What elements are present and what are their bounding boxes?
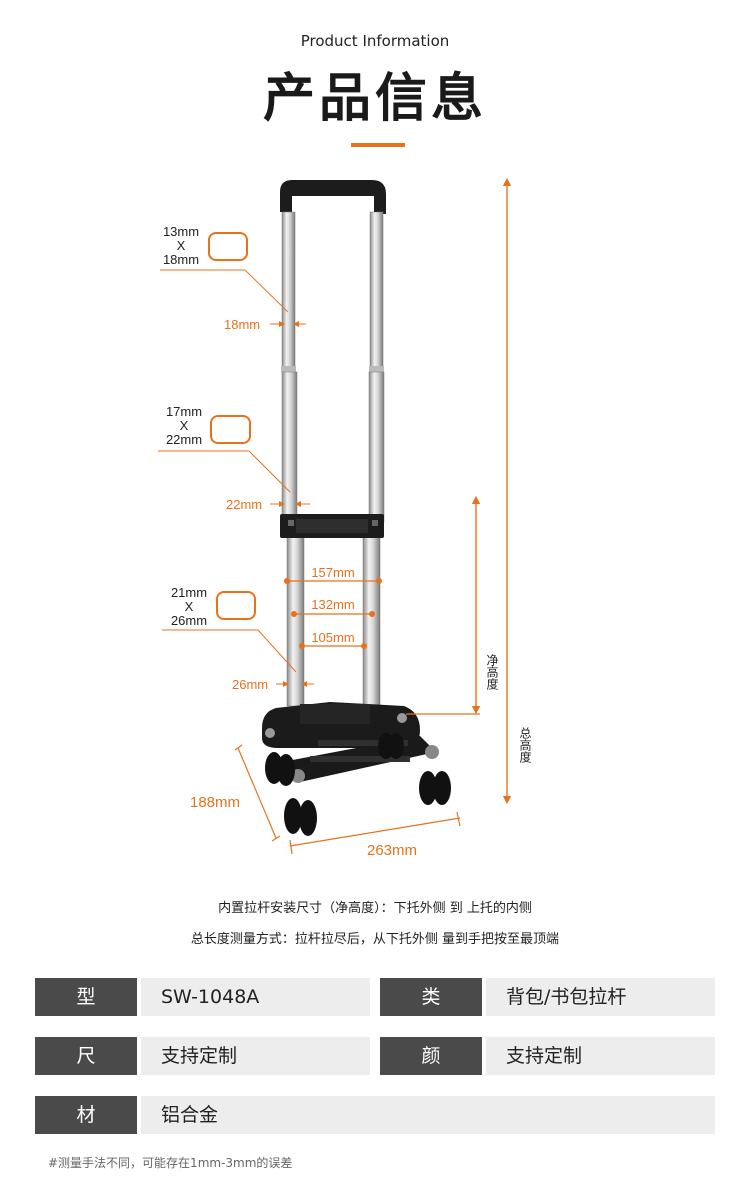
spec-row-color: 颜色 支持定制 (380, 1037, 715, 1105)
dim-mid-width: 22mm (226, 497, 262, 512)
note-total-length: 总长度测量方式：拉杆拉尽后，从下托外侧 量到手把按至最顶端 (190, 932, 560, 947)
dim-mid-h: 22mm (166, 432, 202, 447)
section-rect-low (216, 591, 256, 620)
dim-depth: 188mm (190, 794, 240, 811)
dim-spacing-low: 105mm (311, 630, 354, 645)
trolley-handle (280, 180, 386, 214)
callout-low-tube: 21mm X 26mm 26mm (162, 585, 314, 692)
callout-top-tube: 13mm X 18mm 18mm (160, 224, 306, 332)
title-underline (351, 143, 405, 147)
measurement-footnote: #测量手法不同，可能存在1mm-3mm的误差 (48, 1156, 293, 1170)
callout-mid-tube: 17mm X 22mm 22mm (158, 404, 310, 512)
base-dimensions: 188mm 263mm (190, 744, 461, 859)
dim-width: 263mm (367, 842, 417, 859)
spec-row-category: 类别 背包/书包拉杆 (380, 978, 715, 1046)
note-net-height: 内置拉杆安装尺寸（净高度）：下托外侧 到 上托的内侧 (218, 901, 532, 916)
trolley-wheels (265, 733, 451, 836)
spec-label-material: 材质 (35, 1096, 137, 1164)
dim-top-width: 18mm (224, 317, 260, 332)
total-height-label: 总高度 (518, 727, 532, 763)
section-rect-mid (210, 415, 251, 444)
spec-label-size: 尺寸 (35, 1037, 137, 1105)
title-chinese: 产品信息 (262, 69, 487, 129)
dim-spacing-top: 157mm (311, 565, 354, 580)
dim-spacing-mid: 132mm (311, 597, 354, 612)
spec-label-model: 型号 (35, 978, 137, 1046)
spacing-dimensions: 157mm 132mm 105mm (284, 565, 382, 649)
spec-row-material: 材质 铝合金 (35, 1096, 715, 1164)
spec-value-material: 铝合金 (141, 1096, 715, 1134)
net-height-label: 净高度 (485, 654, 499, 690)
dim-low-h: 26mm (171, 613, 207, 628)
title-english: Product Information (300, 32, 450, 50)
spec-label-color: 颜色 (380, 1037, 482, 1105)
dim-top-h: 18mm (163, 252, 199, 267)
spec-row-model: 型号 SW-1048A (35, 978, 370, 1046)
trolley-diagram: 13mm X 18mm 18mm 17mm X 22mm 22mm 21mm X… (158, 177, 532, 859)
spec-row-size: 尺寸 支持定制 (35, 1037, 370, 1105)
spec-value-size: 支持定制 (141, 1037, 370, 1075)
dim-top-x: X (177, 238, 186, 253)
spec-value-category: 背包/书包拉杆 (486, 978, 715, 1016)
dim-low-w: 21mm (171, 585, 207, 600)
dim-mid-x: X (180, 418, 189, 433)
spec-value-color: 支持定制 (486, 1037, 715, 1075)
spec-label-category: 类别 (380, 978, 482, 1046)
section-rect-top (208, 232, 248, 261)
trolley-crossbar (280, 514, 384, 538)
spec-value-model: SW-1048A (141, 978, 370, 1016)
height-dimensions: 净高度 总高度 (406, 177, 532, 805)
dim-top-w: 13mm (163, 224, 199, 239)
dim-mid-w: 17mm (166, 404, 202, 419)
dim-low-x: X (185, 599, 194, 614)
dim-low-width: 26mm (232, 677, 268, 692)
